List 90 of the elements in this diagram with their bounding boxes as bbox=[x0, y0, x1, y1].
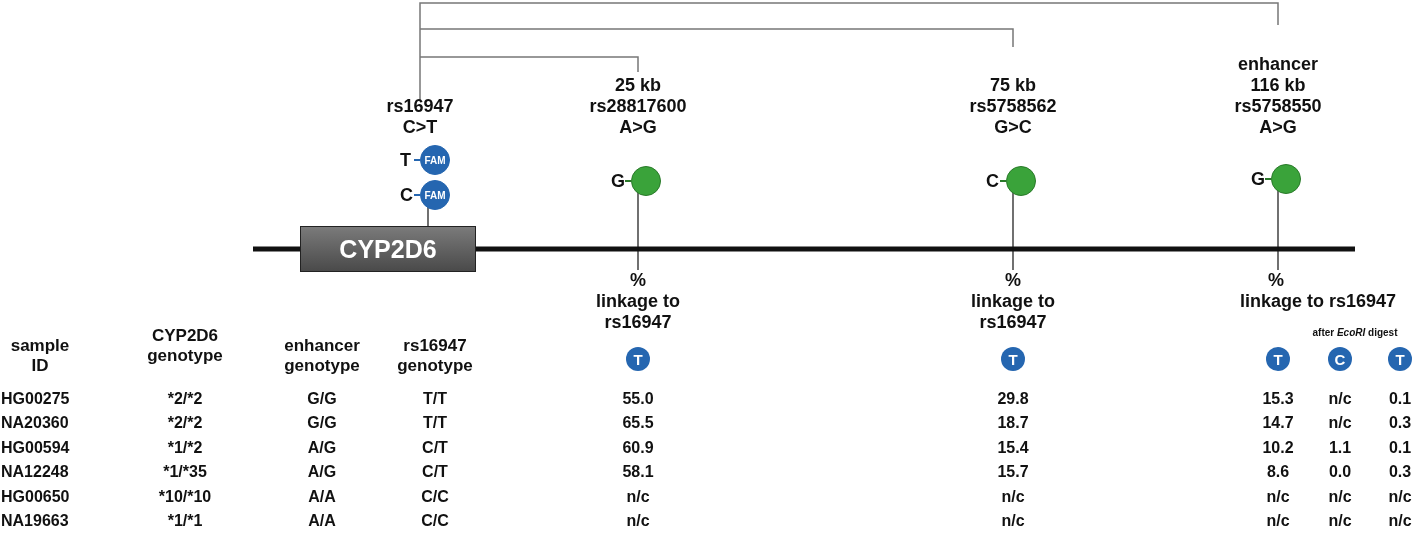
table-cell: C/T bbox=[422, 438, 448, 458]
table-cell: *2/*2 bbox=[167, 413, 203, 433]
table-cell: 65.5 bbox=[622, 413, 654, 433]
linkage-heading: linkage to rs16947 bbox=[1238, 291, 1398, 312]
allele-circle: T bbox=[626, 347, 650, 371]
table-cell: n/c bbox=[1266, 487, 1290, 507]
gene-box: CYP2D6 bbox=[300, 226, 476, 272]
marker-label: rs28817600 bbox=[589, 96, 687, 117]
table-cell: n/c bbox=[1328, 487, 1352, 507]
table-cell: 0.1 bbox=[1388, 438, 1412, 458]
probe-circle: FAM bbox=[420, 180, 450, 210]
table-cell: 1.1 bbox=[1328, 438, 1352, 458]
marker-label: enhancer bbox=[1238, 54, 1318, 75]
table-cell: n/c bbox=[626, 487, 650, 507]
column-header: sample ID bbox=[9, 336, 71, 376]
table-cell: n/c bbox=[1001, 511, 1025, 531]
table-cell: 14.7 bbox=[1262, 413, 1294, 433]
table-cell: *1/*35 bbox=[163, 462, 207, 482]
table-cell: C/C bbox=[421, 487, 449, 507]
marker-label: A>G bbox=[619, 117, 657, 138]
allele-circle: T bbox=[1388, 347, 1412, 371]
table-cell: 0.0 bbox=[1328, 462, 1352, 482]
table-cell: HG00594 bbox=[1, 438, 70, 458]
table-cell: 8.6 bbox=[1266, 462, 1290, 482]
marker-label: A>G bbox=[1259, 117, 1297, 138]
table-cell: NA20360 bbox=[1, 413, 69, 433]
marker-label: 75 kb bbox=[990, 75, 1036, 96]
marker-label: rs5758562 bbox=[969, 96, 1057, 117]
marker-label: rs16947 bbox=[386, 96, 454, 117]
percent-sign: % bbox=[630, 270, 646, 291]
table-cell: C/C bbox=[421, 511, 449, 531]
table-cell: 58.1 bbox=[622, 462, 654, 482]
probe-circle: FAM bbox=[420, 145, 450, 175]
table-cell: 0.3 bbox=[1388, 462, 1412, 482]
marker-label: G>C bbox=[994, 117, 1032, 138]
percent-sign: % bbox=[1005, 270, 1021, 291]
digest-note: after EcoRI digest bbox=[1312, 327, 1398, 339]
table-cell: A/G bbox=[307, 438, 337, 458]
table-cell: n/c bbox=[1001, 487, 1025, 507]
table-cell: HG00650 bbox=[1, 487, 70, 507]
column-header: CYP2D6 genotype bbox=[146, 326, 224, 366]
percent-sign: % bbox=[1268, 270, 1284, 291]
table-cell: NA19663 bbox=[1, 511, 69, 531]
table-cell: n/c bbox=[1388, 511, 1412, 531]
table-cell: 15.7 bbox=[997, 462, 1029, 482]
table-cell: C/T bbox=[422, 462, 448, 482]
table-cell: n/c bbox=[1328, 389, 1352, 409]
table-cell: *1/*2 bbox=[167, 438, 203, 458]
table-cell: HG00275 bbox=[1, 389, 70, 409]
table-cell: A/A bbox=[308, 487, 336, 507]
table-cell: T/T bbox=[423, 389, 447, 409]
table-cell: 18.7 bbox=[997, 413, 1029, 433]
linkage-heading: linkage to rs16947 bbox=[595, 291, 681, 333]
table-cell: 29.8 bbox=[997, 389, 1029, 409]
column-header: enhancer genotype bbox=[283, 336, 361, 376]
table-cell: n/c bbox=[626, 511, 650, 531]
table-cell: T/T bbox=[423, 413, 447, 433]
table-cell: 55.0 bbox=[622, 389, 654, 409]
table-cell: 0.1 bbox=[1388, 389, 1412, 409]
table-cell: A/A bbox=[308, 511, 336, 531]
table-cell: *10/*10 bbox=[158, 487, 212, 507]
table-cell: *1/*1 bbox=[167, 511, 203, 531]
allele-letter: G bbox=[611, 171, 625, 191]
table-cell: 10.2 bbox=[1262, 438, 1294, 458]
table-cell: G/G bbox=[307, 389, 337, 409]
table-cell: 15.4 bbox=[997, 438, 1029, 458]
marker-label: C>T bbox=[402, 117, 438, 138]
table-cell: 60.9 bbox=[622, 438, 654, 458]
allele-circle: C bbox=[1328, 347, 1352, 371]
column-header: rs16947 genotype bbox=[396, 336, 474, 376]
table-cell: *2/*2 bbox=[167, 389, 203, 409]
allele-letter: C bbox=[400, 185, 413, 205]
table-cell: A/G bbox=[307, 462, 337, 482]
marker-label: 116 kb bbox=[1250, 75, 1306, 96]
allele-circle: T bbox=[1001, 347, 1025, 371]
table-cell: 0.3 bbox=[1388, 413, 1412, 433]
table-cell: n/c bbox=[1388, 487, 1412, 507]
table-cell: n/c bbox=[1328, 413, 1352, 433]
marker-label: 25 kb bbox=[615, 75, 661, 96]
marker-label: rs5758550 bbox=[1234, 96, 1322, 117]
allele-letter: T bbox=[400, 150, 411, 170]
table-cell: G/G bbox=[307, 413, 337, 433]
allele-letter: G bbox=[1251, 169, 1265, 189]
table-cell: NA12248 bbox=[1, 462, 69, 482]
table-cell: n/c bbox=[1328, 511, 1352, 531]
allele-circle: T bbox=[1266, 347, 1290, 371]
allele-letter: C bbox=[986, 171, 999, 191]
table-cell: n/c bbox=[1266, 511, 1290, 531]
table-cell: 15.3 bbox=[1262, 389, 1294, 409]
linkage-heading: linkage to rs16947 bbox=[970, 291, 1056, 333]
